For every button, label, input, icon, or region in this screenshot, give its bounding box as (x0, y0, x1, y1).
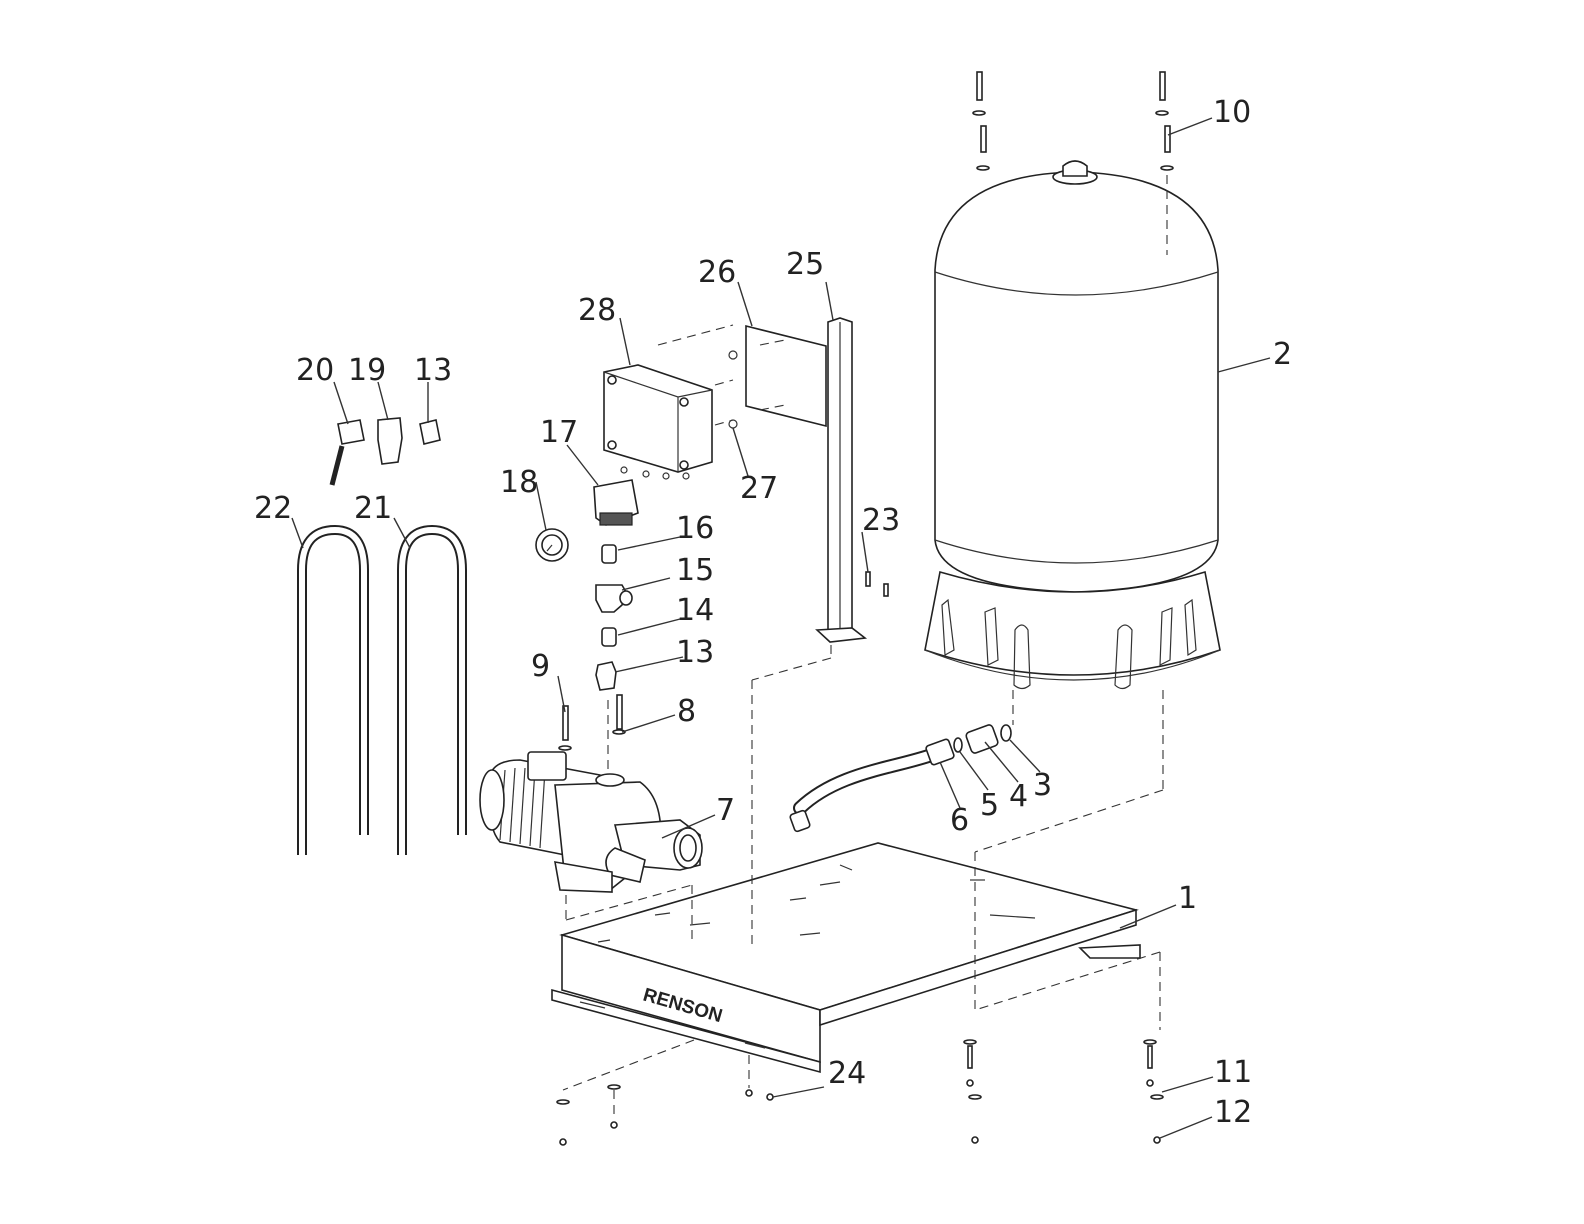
callout-15: 15 (676, 553, 714, 588)
assembly-lines (562, 175, 1168, 1115)
callout-6: 6 (950, 803, 969, 838)
pressure-tank (924, 160, 1221, 690)
callout-17: 17 (540, 415, 578, 450)
callout-24: 24 (828, 1056, 866, 1091)
part-number-callouts: 1 2 3 4 5 6 7 8 9 10 11 12 13 13 14 15 1… (254, 95, 1292, 1130)
callout-25: 25 (786, 247, 824, 282)
callout-7: 7 (716, 793, 735, 828)
callout-4: 4 (1009, 779, 1028, 814)
callout-19: 19 (348, 353, 386, 388)
callout-13-mid: 13 (676, 635, 714, 670)
u-hoses (297, 524, 467, 855)
callout-20: 20 (296, 353, 334, 388)
callout-9: 9 (531, 649, 550, 684)
callout-13-top: 13 (414, 353, 452, 388)
fasteners (556, 71, 1174, 1146)
callout-21: 21 (354, 491, 392, 526)
mounting-bracket (728, 324, 827, 429)
callout-8: 8 (677, 694, 696, 729)
callout-3: 3 (1033, 768, 1052, 803)
callout-27: 27 (740, 471, 778, 506)
callout-14: 14 (676, 593, 714, 628)
callout-10: 10 (1213, 95, 1251, 130)
pressure-fittings (535, 479, 639, 751)
callout-2: 2 (1273, 337, 1292, 372)
callout-23: 23 (862, 503, 900, 538)
base-plate (551, 842, 1141, 1074)
valve-fittings (329, 417, 441, 486)
callout-22: 22 (254, 491, 292, 526)
callout-12: 12 (1214, 1095, 1252, 1130)
hose-assembly (789, 724, 1012, 833)
pump (479, 751, 703, 893)
leader-lines (291, 117, 1271, 1139)
callout-28: 28 (578, 293, 616, 328)
control-box (603, 364, 713, 480)
callout-26: 26 (698, 255, 736, 290)
callout-1: 1 (1178, 881, 1197, 916)
callout-16: 16 (676, 511, 714, 546)
callout-18: 18 (500, 465, 538, 500)
support-post (815, 317, 868, 643)
callout-11: 11 (1214, 1055, 1252, 1090)
callout-5: 5 (980, 788, 999, 823)
